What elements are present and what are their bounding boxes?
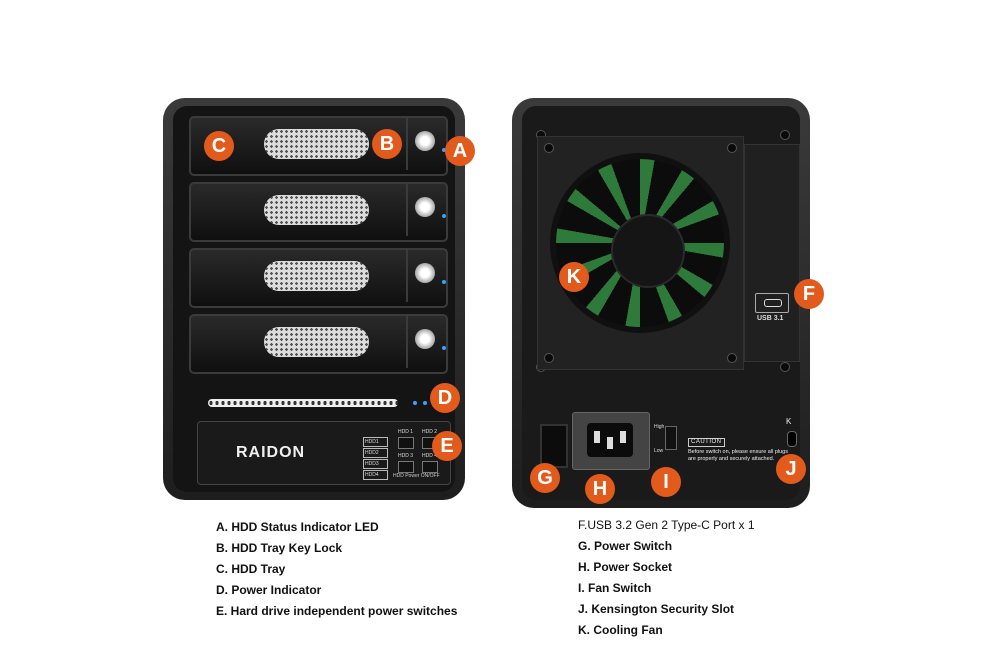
- screw: [780, 130, 790, 140]
- hdd-power-label: HDD Power ON/OFF: [393, 473, 440, 479]
- key-lock-icon: [415, 131, 435, 151]
- hdd-tray-1: [189, 116, 448, 176]
- power-switch[interactable]: [540, 424, 568, 468]
- legend-item: K. Cooling Fan: [578, 623, 663, 637]
- status-led: [442, 280, 446, 284]
- callout-a: A: [445, 136, 475, 166]
- kensington-icon: K: [786, 417, 792, 426]
- brand-logo: RAIDON: [236, 444, 306, 461]
- screw: [544, 353, 554, 363]
- usb-c-port[interactable]: [755, 293, 789, 313]
- front-vent: [208, 399, 398, 407]
- switch-label: HDD 2: [422, 429, 438, 435]
- caution-title: CAUTION: [688, 438, 725, 447]
- callout-e: E: [432, 431, 462, 461]
- power-led: [413, 401, 417, 405]
- key-lock-icon: [415, 329, 435, 349]
- tray-mesh: [264, 129, 369, 159]
- usb-panel: USB 3.1: [744, 144, 800, 362]
- callout-g: G: [530, 463, 560, 493]
- socket-pin: [620, 431, 626, 443]
- legend-item: E. Hard drive independent power switches: [216, 604, 458, 618]
- callout-i: I: [651, 467, 681, 497]
- callout-k: K: [559, 262, 589, 292]
- hdd-label-stack: HDD1 HDD2 HDD3 HDD4: [363, 437, 388, 481]
- status-led: [442, 214, 446, 218]
- screw: [727, 143, 737, 153]
- tray-lock-housing: [406, 184, 446, 236]
- power-socket[interactable]: [572, 412, 650, 470]
- hdd-tray-4: [189, 314, 448, 374]
- hdd-label: HDD1: [363, 437, 388, 447]
- cooling-fan-icon: [550, 153, 730, 333]
- legend-right: F.USB 3.2 Gen 2 Type-C Port x 1 G. Power…: [578, 515, 755, 641]
- legend-item: C. HDD Tray: [216, 562, 286, 576]
- legend-item: H. Power Socket: [578, 560, 673, 574]
- hdd-label: HDD4: [363, 470, 388, 480]
- fan-grille: [537, 136, 744, 370]
- tray-lock-housing: [406, 118, 446, 170]
- screw: [727, 353, 737, 363]
- back-view: USB 3.1 High Low CAUTION Before switch o…: [512, 98, 810, 508]
- front-bezel: RAIDON HDD1 HDD2 HDD3 HDD4 HDD 1 HDD 3 H…: [173, 106, 455, 492]
- callout-b: B: [372, 129, 402, 159]
- legend-item: G. Power Switch: [578, 539, 673, 553]
- callout-c: C: [204, 131, 234, 161]
- hdd-label: HDD3: [363, 459, 388, 469]
- socket-pin: [594, 431, 600, 443]
- tray-lock-housing: [406, 250, 446, 302]
- legend-item: J. Kensington Security Slot: [578, 602, 735, 616]
- back-panel: USB 3.1 High Low CAUTION Before switch o…: [522, 106, 800, 500]
- socket-core: [587, 423, 633, 457]
- tray-mesh: [264, 327, 369, 357]
- tray-lock-housing: [406, 316, 446, 368]
- legend-item: A. HDD Status Indicator LED: [216, 520, 379, 534]
- hdd-tray-2: [189, 182, 448, 242]
- switch-label: HDD 3: [398, 453, 414, 459]
- caution-text: Before switch on, please ensure all plug…: [688, 449, 788, 462]
- status-led: [442, 148, 446, 152]
- legend-item: D. Power Indicator: [216, 583, 322, 597]
- caution-notice: CAUTION Before switch on, please ensure …: [688, 438, 788, 463]
- callout-h: H: [585, 474, 615, 504]
- fan-hub: [611, 214, 685, 288]
- front-view: RAIDON HDD1 HDD2 HDD3 HDD4 HDD 1 HDD 3 H…: [163, 98, 465, 500]
- key-lock-icon: [415, 197, 435, 217]
- legend-left: A. HDD Status Indicator LED B. HDD Tray …: [216, 517, 457, 622]
- switch-label: HDD 1: [398, 429, 414, 435]
- front-panel: RAIDON HDD1 HDD2 HDD3 HDD4 HDD 1 HDD 3 H…: [197, 421, 451, 485]
- callout-j: J: [776, 454, 806, 484]
- fan-high-label: High: [654, 424, 665, 430]
- fan-low-label: Low: [654, 448, 664, 454]
- screw: [780, 362, 790, 372]
- switch-label: HDD 4: [422, 453, 438, 459]
- callout-d: D: [430, 383, 460, 413]
- key-lock-icon: [415, 263, 435, 283]
- legend-item: B. HDD Tray Key Lock: [216, 541, 343, 555]
- power-led: [423, 401, 427, 405]
- kensington-slot[interactable]: [787, 431, 797, 447]
- hdd-3-power-switch[interactable]: [398, 461, 414, 473]
- usb-label: USB 3.1: [757, 315, 784, 322]
- socket-pin: [607, 437, 613, 449]
- tray-mesh: [264, 195, 369, 225]
- hdd-1-power-switch[interactable]: [398, 437, 414, 449]
- hdd-tray-3: [189, 248, 448, 308]
- switch-column-left: HDD 1 HDD 3: [398, 429, 420, 477]
- status-led: [442, 346, 446, 350]
- screw: [544, 143, 554, 153]
- fan-switch[interactable]: [665, 426, 677, 450]
- legend-item: I. Fan Switch: [578, 581, 652, 595]
- hdd-label: HDD2: [363, 448, 388, 458]
- callout-f: F: [794, 279, 824, 309]
- legend-item: F.USB 3.2 Gen 2 Type-C Port x 1: [578, 518, 755, 532]
- tray-mesh: [264, 261, 369, 291]
- hdd-4-power-switch[interactable]: [422, 461, 438, 473]
